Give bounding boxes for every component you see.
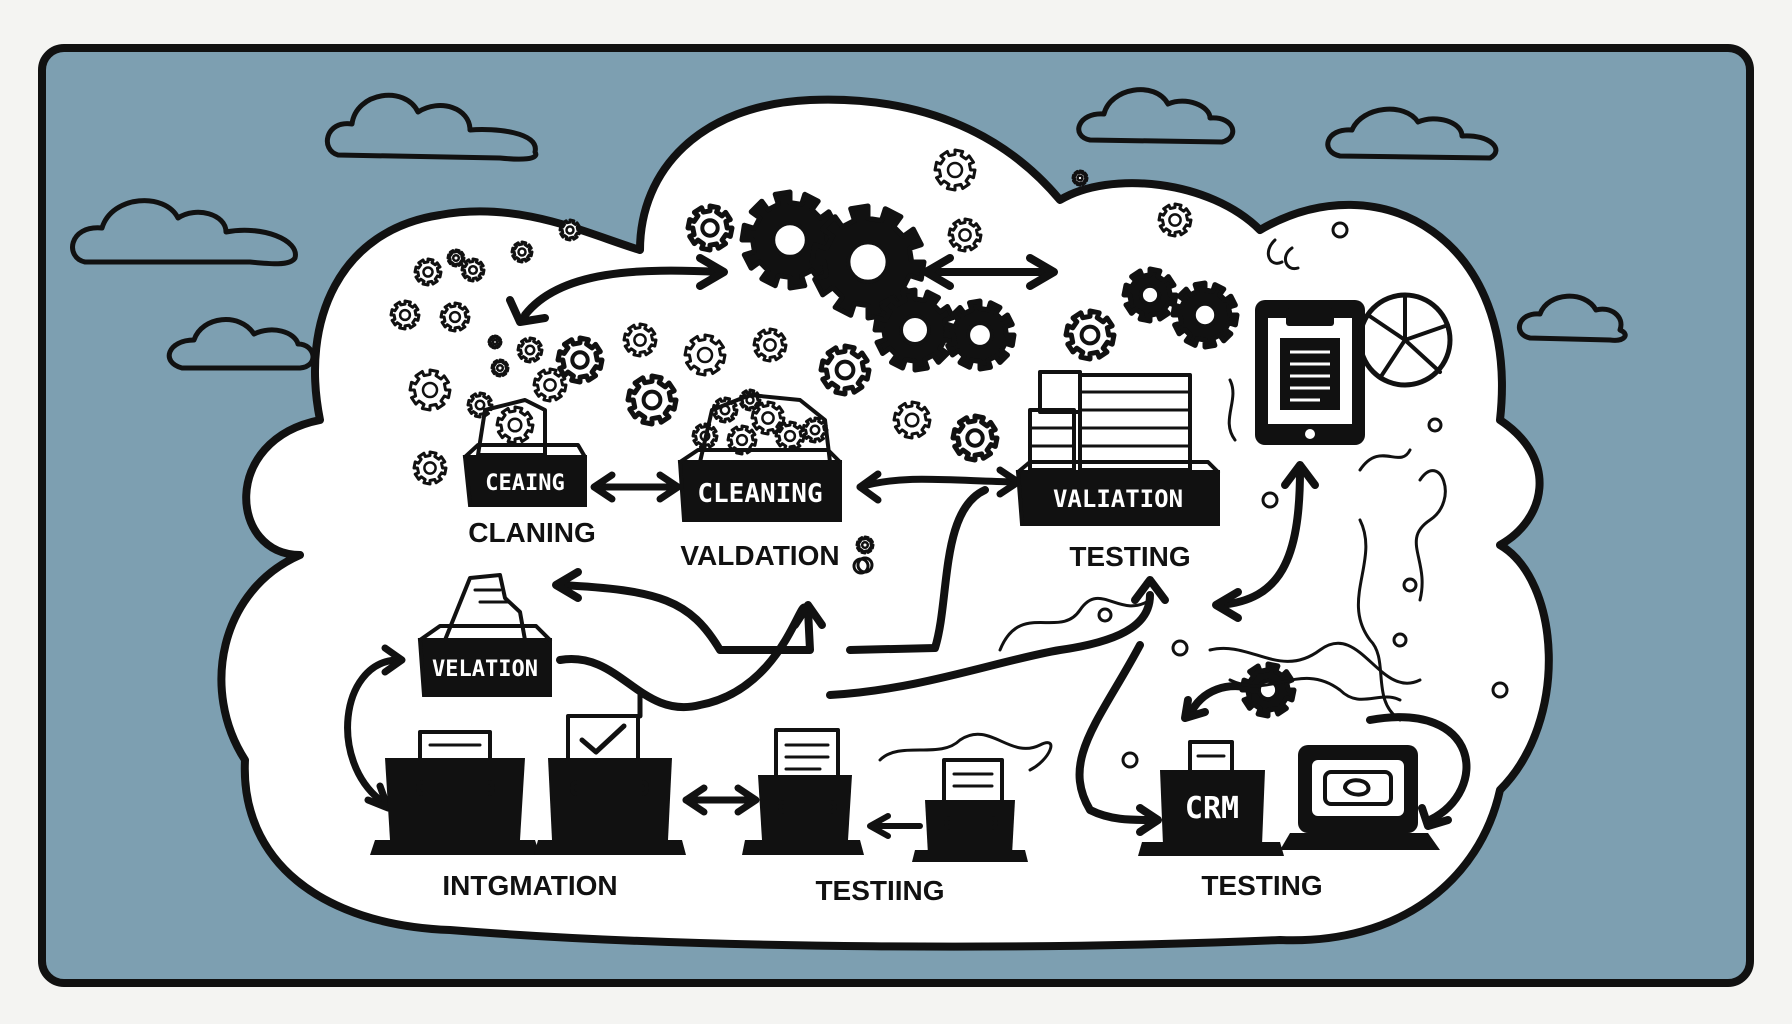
gear-hub (696, 346, 714, 364)
caption-testing-top: TESTING (1069, 541, 1190, 572)
caption-testing-bottom: TESTING (1201, 870, 1322, 901)
gear-hub (763, 338, 777, 352)
gear-hub (565, 225, 575, 235)
gear-hub (491, 338, 499, 346)
gear-hub (421, 381, 439, 399)
file-box-icon (534, 687, 686, 855)
stage-box-label: VELATION (432, 657, 538, 682)
cloud-icon (1516, 293, 1628, 343)
gear-hub (966, 321, 994, 349)
gear-hub (524, 344, 536, 356)
stage-box-velation: VELATION (417, 573, 552, 697)
gear-hub (965, 428, 985, 448)
arrow-icon (856, 475, 1019, 491)
file-box-icon (912, 758, 1028, 862)
gear-hub (570, 350, 590, 370)
cloud-icon (166, 317, 316, 371)
gear-hub (398, 308, 412, 322)
gear-hub (809, 424, 821, 436)
caption-integration: INTGMATION (442, 870, 617, 901)
gear-hub (1076, 174, 1084, 182)
caption-testing-middle: TESTIING (815, 875, 944, 906)
cloud-icon (1325, 106, 1499, 161)
gear-hub (1168, 213, 1182, 227)
gear-hub (451, 253, 461, 263)
gear-hub (467, 264, 479, 276)
gear-hub (641, 389, 663, 411)
gear-hub (422, 266, 434, 278)
stage-box-validation: VALIATION (1015, 370, 1220, 526)
file-box-icon (370, 730, 540, 855)
gear-hub (1079, 324, 1101, 346)
stage-box-label: CLEANING (697, 479, 822, 509)
gear-hub (448, 310, 462, 324)
caption-cleaning: CLANING (468, 517, 596, 548)
flow-arrows (344, 254, 1471, 839)
arrow-icon (556, 581, 814, 654)
file-box-icon (742, 728, 864, 855)
stage-box-cleaning: CEAING (462, 398, 587, 507)
gear-hub (474, 399, 486, 411)
gear-hub (633, 333, 647, 347)
gear-hub (946, 161, 964, 179)
cloud-icon (1076, 87, 1236, 145)
stage-box-cleaning-main: CLEANING (677, 393, 842, 522)
crm-label: CRM (1185, 791, 1239, 826)
gear-hub (834, 359, 856, 381)
gear-hub (860, 540, 870, 550)
gear-hub (1191, 301, 1219, 329)
gear-hub (507, 417, 523, 433)
cloud-icon (70, 198, 298, 267)
tablet-document-icon (1255, 300, 1365, 445)
gear-hub (761, 411, 775, 425)
gear-hub (495, 363, 505, 373)
caption-validation: VALDATION (680, 540, 839, 571)
decorative-squiggles (852, 221, 1509, 772)
gear-hub (846, 240, 890, 284)
gear-hub (1138, 283, 1162, 307)
gear-hub (783, 429, 797, 443)
arrow-icon (1216, 466, 1304, 609)
gear-hub (771, 221, 809, 259)
stage-box-label: CEAING (485, 471, 564, 496)
gear-hub (423, 461, 437, 475)
stage-box-label: VALIATION (1053, 485, 1183, 513)
gear-hub (899, 314, 931, 346)
cloud-icon (325, 92, 539, 162)
arrow-icon (1186, 682, 1259, 719)
gear-hub (958, 228, 972, 242)
arrow-icon (1366, 713, 1471, 824)
crm-box-icon: CRM (1138, 740, 1284, 856)
arrow-icon (846, 486, 989, 654)
gear-hub (700, 218, 720, 238)
arrow-icon (826, 591, 1154, 699)
pie-chart-icon (1357, 292, 1453, 388)
gear-hub (517, 247, 527, 257)
sky-clouds (70, 87, 1628, 371)
arrow-icon (1075, 641, 1154, 824)
arrow-icon (344, 656, 399, 804)
gear-hub (904, 412, 920, 428)
gear-hub (735, 433, 749, 447)
monitor-icon (1280, 745, 1440, 850)
arrow-icon (521, 266, 724, 319)
gear-hub (543, 378, 557, 392)
